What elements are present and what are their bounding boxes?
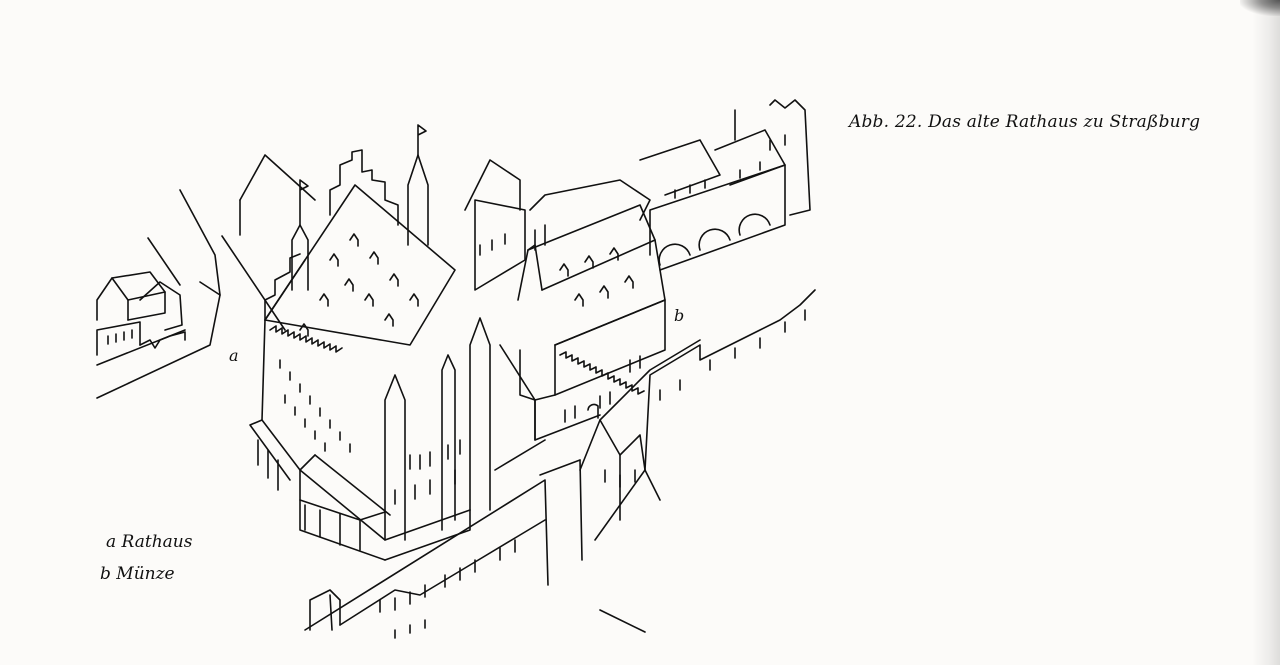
- rear-houses: [239, 154, 651, 291]
- rathaus-building: [249, 124, 491, 561]
- town-hall-illustration: [96, 99, 816, 639]
- left-houses: [96, 189, 221, 399]
- figure-caption: Abb. 22. Das alte Rathaus zu Straßburg: [849, 112, 1201, 132]
- lower-right-houses: [579, 289, 816, 541]
- marker-b: b: [674, 306, 685, 325]
- legend-rathaus: a Rathaus: [106, 532, 193, 552]
- page-gutter-shadow: [1252, 0, 1280, 665]
- muenze-building: [517, 204, 666, 441]
- legend-muenze: b Münze: [100, 564, 175, 584]
- right-arcade-houses: [639, 99, 811, 271]
- page-corner-shadow: [1240, 0, 1280, 16]
- front-houses: [309, 519, 546, 639]
- marker-a: a: [229, 346, 239, 365]
- streets: [221, 235, 646, 633]
